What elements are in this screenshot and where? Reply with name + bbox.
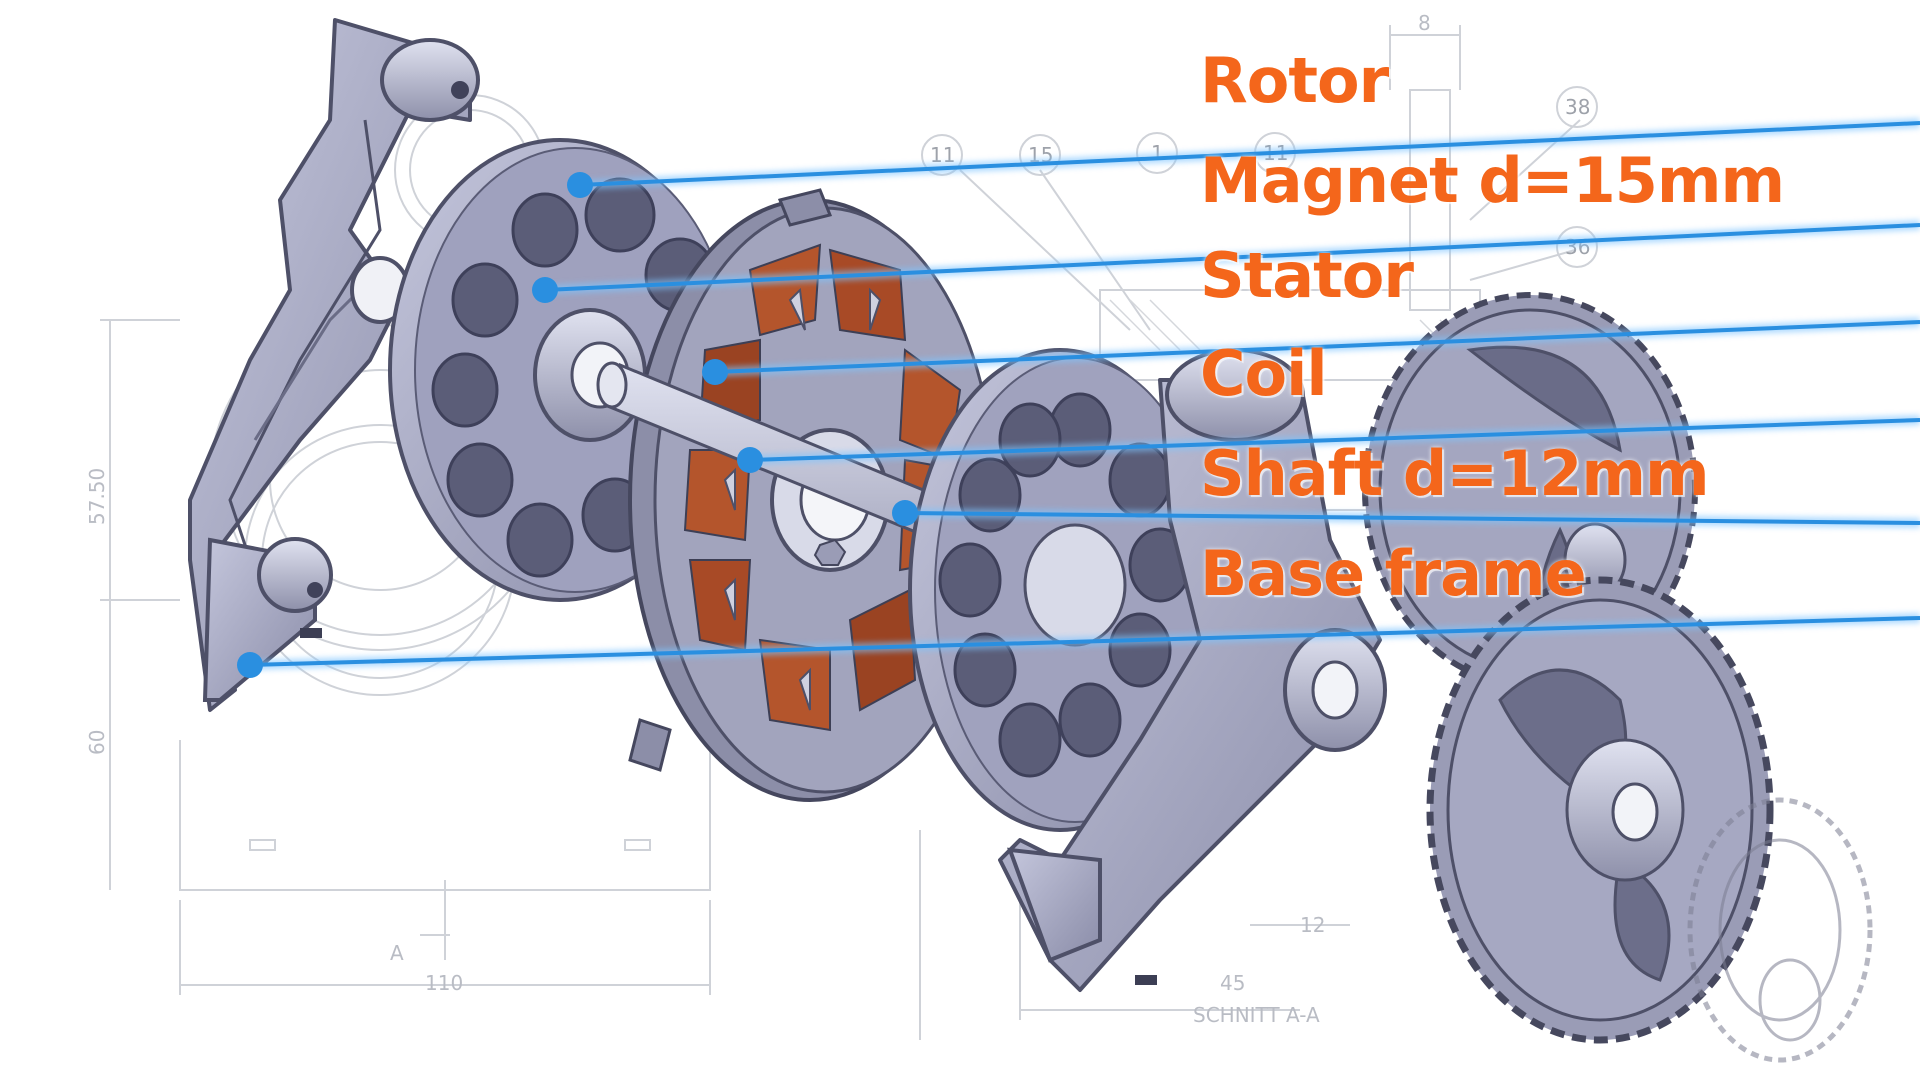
leader-dot-rotor [567,172,593,198]
leader-dot-coil [737,447,763,473]
label-stator: Stator [1200,239,1414,312]
left-bracket [188,18,480,712]
leader-dot-base [237,652,263,678]
label-magnet: Magnet d=15mm [1200,144,1785,217]
leader-lines [237,118,1920,678]
leader-dot-shaft [892,500,918,526]
dimension-60: 60 [85,730,109,755]
dimension-45: 45 [1220,971,1245,995]
dimension-57-50: 57.50 [85,468,109,525]
dimension-8: 8 [1418,11,1431,35]
balloon-38: 38 [1565,95,1590,119]
dimension-110: 110 [425,971,463,995]
leader-base [249,616,1920,667]
label-rotor: Rotor [1200,44,1389,117]
leader-rotor [579,121,1920,187]
small-gear [1687,797,1873,1063]
rotor-disc-front [388,138,736,602]
leader-coil [749,418,1920,462]
leader-shaft [904,511,1920,525]
label-base-frame: Base frame [1200,537,1587,610]
large-gear-bottom [1426,576,1774,1044]
leader-dot-stator [702,359,728,385]
leader-stator [714,320,1920,374]
section-title: SCHNITT A-A [1193,1003,1320,1027]
section-marker: A [390,941,404,965]
leader-magnet [544,223,1920,292]
dimension-12: 12 [1300,913,1325,937]
leader-dot-magnet [532,277,558,303]
label-coil: Coil [1200,337,1328,410]
label-shaft: Shaft d=12mm [1200,437,1710,510]
